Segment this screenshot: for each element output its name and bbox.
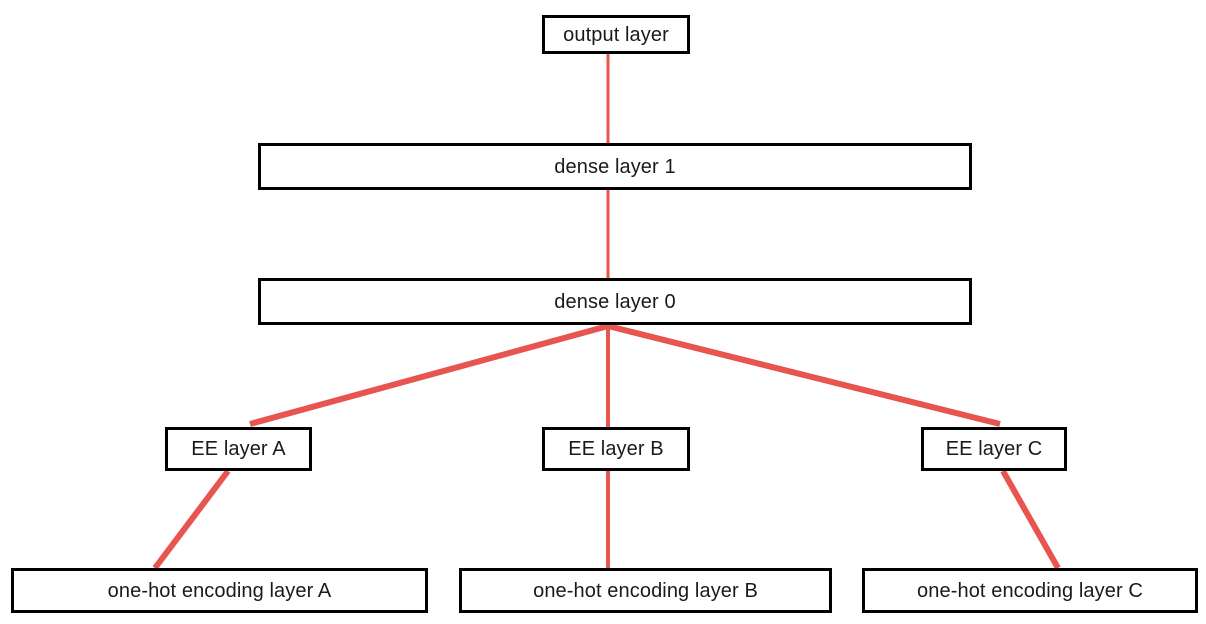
node-label-dense-layer-1: dense layer 1 bbox=[554, 155, 676, 178]
node-label-one-hot-encoding-layer-c: one-hot encoding layer C bbox=[917, 579, 1143, 602]
node-ee-layer-b[interactable]: EE layer B bbox=[542, 427, 690, 471]
node-ee-layer-a[interactable]: EE layer A bbox=[165, 427, 312, 471]
node-label-ee-layer-b: EE layer B bbox=[568, 438, 664, 460]
node-one-hot-encoding-layer-c[interactable]: one-hot encoding layer C bbox=[862, 568, 1198, 613]
edge-ee-a-to-dense0 bbox=[249, 323, 609, 427]
node-label-dense-layer-0: dense layer 0 bbox=[554, 290, 676, 313]
node-label-one-hot-encoding-layer-a: one-hot encoding layer A bbox=[107, 579, 332, 602]
node-dense-layer-1[interactable]: dense layer 1 bbox=[258, 143, 972, 190]
node-label-ee-layer-c: EE layer C bbox=[945, 438, 1043, 460]
node-one-hot-encoding-layer-a[interactable]: one-hot encoding layer A bbox=[11, 568, 428, 613]
node-ee-layer-c[interactable]: EE layer C bbox=[921, 427, 1067, 471]
node-label-ee-layer-a: EE layer A bbox=[191, 438, 286, 460]
node-label-one-hot-encoding-layer-b: one-hot encoding layer B bbox=[533, 579, 758, 602]
node-label-output-layer: output layer bbox=[563, 23, 669, 46]
node-output-layer[interactable]: output layer bbox=[542, 15, 690, 54]
edge-ee-c-to-dense0 bbox=[607, 323, 1001, 427]
edge-onehot-c-to-ee-c bbox=[1000, 469, 1061, 570]
node-dense-layer-0[interactable]: dense layer 0 bbox=[258, 278, 972, 325]
edge-onehot-a-to-ee-a bbox=[152, 469, 231, 570]
node-one-hot-encoding-layer-b[interactable]: one-hot encoding layer B bbox=[459, 568, 832, 613]
